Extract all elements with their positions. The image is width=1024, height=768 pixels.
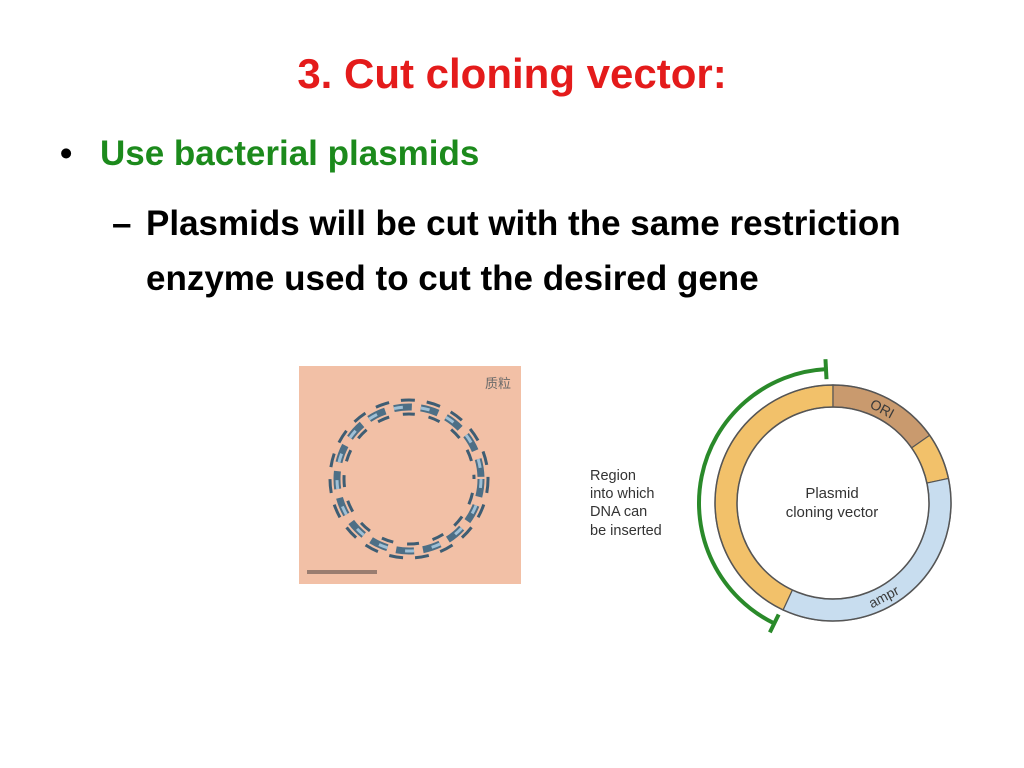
bracket-top-tick [823,359,829,380]
dna-strand-a [328,398,490,560]
bullet-text: Use bacterial plasmids [100,134,480,173]
plasmid-inner-ring [736,406,930,600]
sub-bullet-text: Plasmids will be cut with the same restr… [146,204,901,298]
region-label-line-3: DNA can [590,504,647,520]
insert-region-bracket [697,367,827,626]
region-label-line-2: into which [590,486,654,502]
plasmid-outer-ring [714,384,952,622]
cloning-vector-diagram: Region into which DNA can be inserted Pl… [580,352,960,642]
region-label-line-4: be inserted [590,523,662,539]
sub-bullet-dash: – [112,204,132,243]
center-label-line-1: Plasmid [805,485,858,502]
center-label-line-2: cloning vector [786,504,879,521]
dna-strand-highlight [335,405,483,553]
bullet-dot-icon: • [60,134,73,173]
plasmid-dna-image: 质粒 [299,366,521,584]
slide-title: 3. Cut cloning vector: [297,50,727,97]
plasmid-dna-drawing: 质粒 [307,376,511,574]
bullet-item: • Use bacterial plasmids [60,130,479,178]
cloning-vector-svg: Region into which DNA can be inserted Pl… [590,359,952,634]
bracket-bottom-tick [768,613,781,634]
photo-caption: 质粒 [485,376,511,391]
region-label-line-1: Region [590,468,636,484]
dna-strand-b [342,412,476,546]
sub-bullet-item: – Plasmids will be cut with the same res… [112,196,972,306]
photo-credit-mark [307,570,377,574]
